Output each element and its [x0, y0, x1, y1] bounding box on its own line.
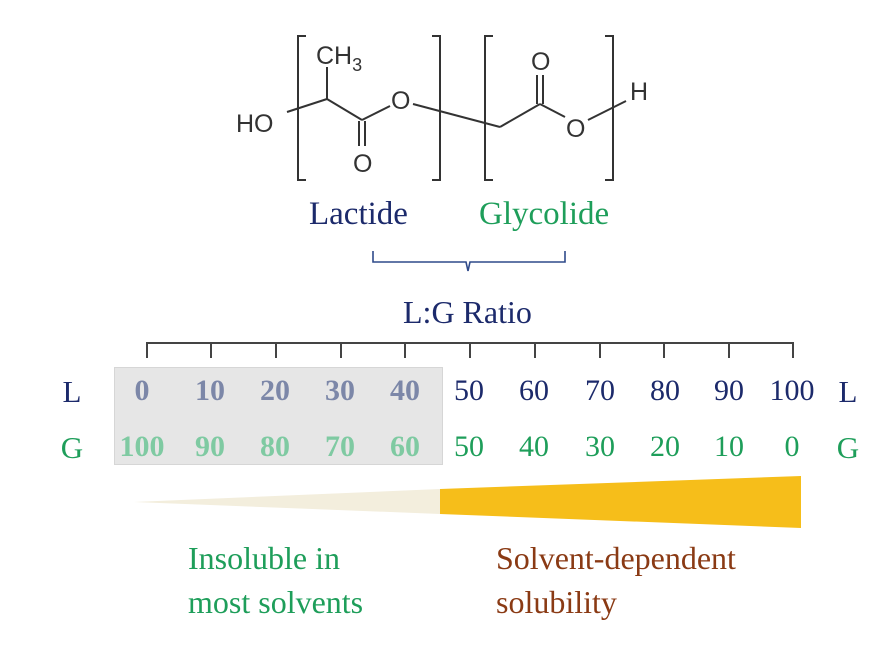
lactide-value: 70 — [585, 374, 615, 407]
glycolide-value: 70 — [325, 430, 355, 463]
solubility-caption: Solvent-dependent solubility — [496, 536, 736, 624]
solubility-caption-line2: solubility — [496, 584, 617, 620]
plga-structure: HO CH3 O O O O H — [236, 35, 648, 181]
ratio-title: L:G Ratio — [403, 294, 532, 330]
lactide-value: 90 — [714, 374, 744, 407]
lactide-value: 30 — [325, 374, 355, 407]
lactide-value: 100 — [769, 374, 815, 407]
glycolide-row-label-left: G — [60, 430, 84, 465]
glycolide-value: 90 — [195, 430, 225, 463]
lactide-value: 10 — [195, 374, 225, 407]
glycolide-value: 40 — [519, 430, 549, 463]
carbonyl-oxygen-1: O — [353, 150, 372, 178]
glycolide-value: 100 — [119, 430, 165, 463]
ester-oxygen-2: O — [566, 115, 585, 143]
lactide-label: Lactide — [309, 196, 408, 232]
solubility-wedge — [440, 476, 801, 528]
methyl-label: CH3 — [316, 42, 362, 75]
insoluble-wedge — [134, 489, 440, 514]
glycolide-value: 20 — [650, 430, 680, 463]
glycolide-label: Glycolide — [479, 196, 610, 232]
insoluble-caption: Insoluble in most solvents — [188, 536, 363, 624]
lactide-value: 80 — [650, 374, 680, 407]
structure-bonds — [286, 35, 627, 181]
ester-oxygen-1: O — [391, 87, 410, 115]
carbonyl-oxygen-2: O — [531, 48, 550, 76]
lactide-row-label-right: L — [838, 374, 858, 409]
left-bracket-glycolide — [484, 35, 493, 181]
insoluble-range-highlight — [114, 367, 443, 465]
lactide-value: 50 — [454, 374, 484, 407]
grouping-brace — [372, 251, 566, 272]
lactide-value: 20 — [260, 374, 290, 407]
lactide-row-label-left: L — [62, 374, 82, 409]
solubility-caption-line1: Solvent-dependent — [496, 540, 736, 576]
insoluble-caption-line2: most solvents — [188, 584, 364, 620]
glycolide-value: 30 — [585, 430, 615, 463]
glycolide-value: 0 — [784, 430, 800, 463]
hydroxyl-label: HO — [236, 110, 274, 138]
insoluble-caption-line1: Insoluble in — [188, 540, 340, 576]
glycolide-value: 10 — [714, 430, 744, 463]
lactide-value: 60 — [519, 374, 549, 407]
right-bracket-lactide — [432, 35, 441, 181]
ratio-scale-ruler — [146, 342, 794, 358]
lactide-value: 40 — [390, 374, 420, 407]
glycolide-value: 50 — [454, 430, 484, 463]
terminal-hydrogen: H — [630, 78, 648, 106]
glycolide-row-label-right: G — [836, 430, 860, 465]
glycolide-value: 60 — [390, 430, 420, 463]
lactide-value: 0 — [134, 374, 150, 407]
glycolide-value: 80 — [260, 430, 290, 463]
